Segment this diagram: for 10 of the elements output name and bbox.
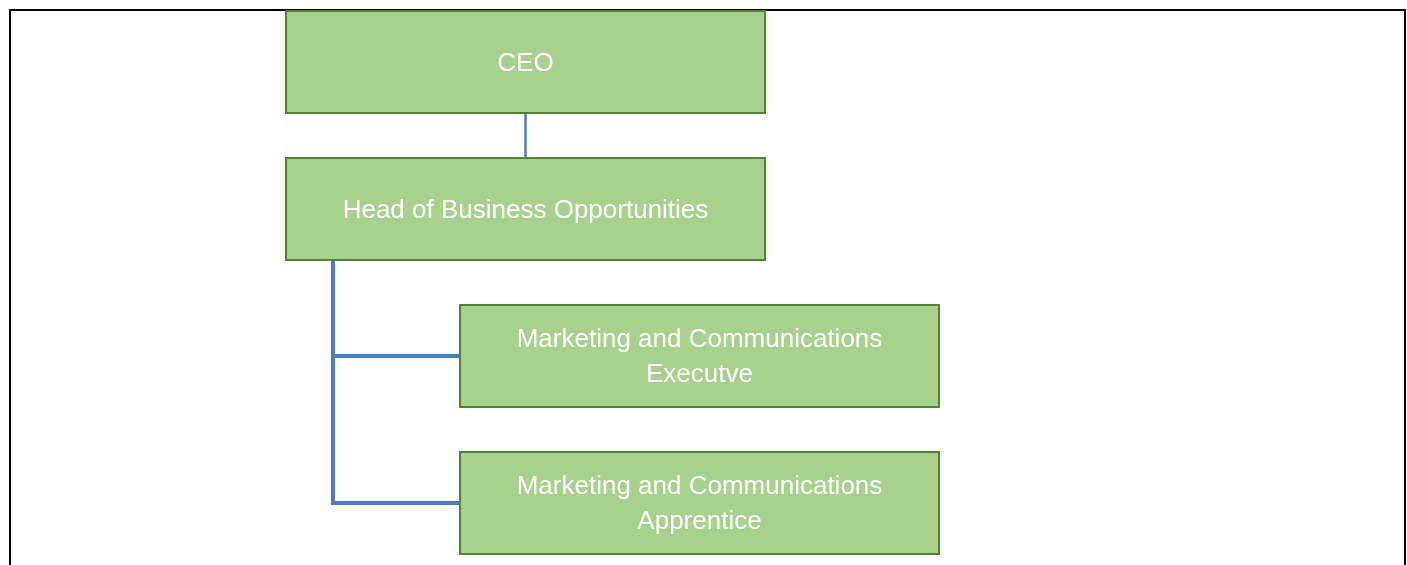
connector-line	[331, 261, 459, 505]
org-box	[459, 451, 940, 555]
org-box	[285, 10, 766, 114]
role-title: CEO	[497, 45, 554, 79]
org-box	[459, 304, 940, 408]
role-title: Marketing and Communications Apprentice	[515, 469, 884, 537]
connector-line	[524, 114, 527, 157]
org-box	[285, 157, 766, 261]
role-title: Head of Business Opportunities	[342, 192, 709, 226]
role-title: Marketing and Communications Executve	[515, 322, 884, 390]
